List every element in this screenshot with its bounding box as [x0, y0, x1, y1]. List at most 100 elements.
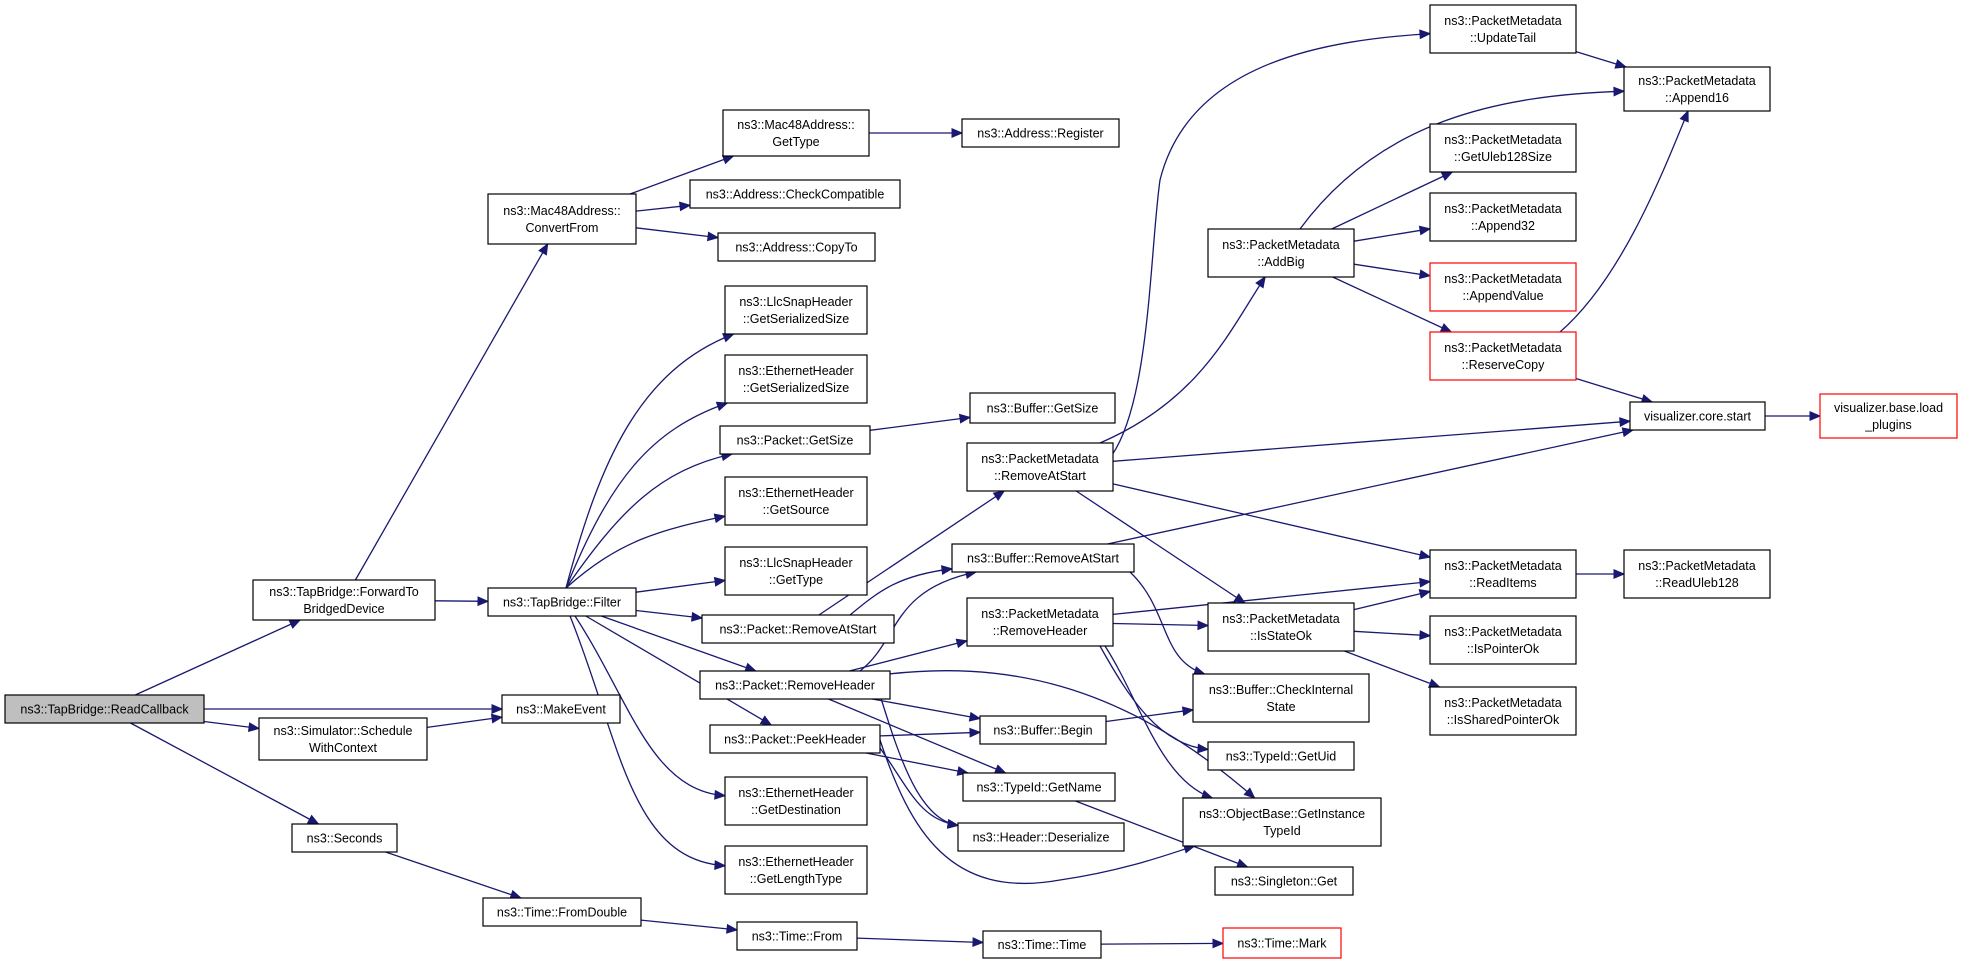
- node-filter[interactable]: ns3::TapBridge::Filter: [487, 587, 637, 617]
- node-label: State: [1266, 700, 1295, 714]
- node-label: ns3::Address::CopyTo: [735, 241, 857, 255]
- node-seconds[interactable]: ns3::Seconds: [291, 823, 398, 853]
- node-box-llcsize: [724, 285, 868, 335]
- node-pmremoveheader[interactable]: ns3::PacketMetadata::RemoveHeader: [966, 597, 1114, 647]
- node-ethsource[interactable]: ns3::EthernetHeader::GetSource: [724, 476, 868, 526]
- node-box-pmremoveheader: [966, 597, 1114, 647]
- node-bufbegin[interactable]: ns3::Buffer::Begin: [979, 715, 1107, 745]
- edge-timetime-to-timemark-arrowhead: [1212, 938, 1225, 949]
- edge-pktremoveheader-to-pmremoveheader: [849, 640, 968, 672]
- edge-isstateok-to-readitems-arrowhead: [1418, 589, 1432, 599]
- node-isstateok[interactable]: ns3::PacketMetadata::IsStateOk: [1207, 602, 1355, 652]
- node-label: ns3::Header::Deserialize: [973, 831, 1110, 845]
- node-convertfrom[interactable]: ns3::Mac48Address::ConvertFrom: [487, 193, 637, 245]
- node-box-bufcheckint: [1192, 673, 1370, 723]
- node-label: ns3::PacketMetadata: [981, 452, 1098, 466]
- edge-bufremovestart-to-bufcheckint: [1129, 571, 1205, 675]
- node-vizload[interactable]: visualizer.base.load_plugins: [1819, 393, 1958, 439]
- edge-convertfrom-to-mac48gettype: [629, 155, 734, 195]
- node-addbig[interactable]: ns3::PacketMetadata::AddBig: [1207, 228, 1355, 278]
- node-ethdest[interactable]: ns3::EthernetHeader::GetDestination: [724, 776, 868, 826]
- node-headerdeser[interactable]: ns3::Header::Deserialize: [957, 822, 1125, 852]
- node-label: ::GetLengthType: [750, 872, 842, 886]
- node-box-headerdeser: [957, 822, 1125, 852]
- edge-pmremovestart-to-readitems-arrowhead: [1418, 549, 1432, 560]
- node-typeidgetuid[interactable]: ns3::TypeId::GetUid: [1207, 741, 1355, 771]
- edge-convertfrom-to-mac48gettype-arrowhead: [721, 154, 735, 165]
- node-label: ::Append32: [1471, 219, 1535, 233]
- node-mac48gettype[interactable]: ns3::Mac48Address::GetType: [722, 109, 870, 157]
- edge-isstateok-to-ispointerok: [1353, 630, 1431, 637]
- edge-filter-to-pktremovestart-arrowhead: [691, 611, 704, 622]
- node-pmremovestart[interactable]: ns3::PacketMetadata::RemoveAtStart: [966, 442, 1114, 492]
- node-bufgetsize[interactable]: ns3::Buffer::GetSize: [969, 392, 1116, 424]
- node-fromdouble[interactable]: ns3::Time::FromDouble: [482, 897, 642, 927]
- node-getuleb[interactable]: ns3::PacketMetadata::GetUleb128Size: [1429, 123, 1577, 173]
- node-label: visualizer.core.start: [1644, 410, 1752, 424]
- node-label: ns3::LlcSnapHeader: [739, 295, 852, 309]
- node-reservecopy[interactable]: ns3::PacketMetadata::ReserveCopy: [1429, 331, 1577, 381]
- node-ispointerok[interactable]: ns3::PacketMetadata::IsPointerOk: [1429, 615, 1577, 665]
- edge-fwd-to-filter-arrowhead: [477, 596, 490, 607]
- node-label: ::GetUleb128Size: [1454, 150, 1552, 164]
- node-readcb[interactable]: ns3::TapBridge::ReadCallback: [4, 694, 205, 724]
- node-readuleb[interactable]: ns3::PacketMetadata::ReadUleb128: [1623, 549, 1771, 599]
- node-append16[interactable]: ns3::PacketMetadata::Append16: [1623, 66, 1771, 112]
- node-pktremovestart[interactable]: ns3::Packet::RemoveAtStart: [701, 614, 895, 644]
- edge-pktremovestart-to-bufremovestart: [849, 568, 953, 616]
- edge-convertfrom-to-copyto-arrowhead: [706, 231, 720, 242]
- node-bufremovestart[interactable]: ns3::Buffer::RemoveAtStart: [951, 543, 1135, 573]
- node-ethsize[interactable]: ns3::EthernetHeader::GetSerializedSize: [724, 354, 868, 404]
- node-vizstart[interactable]: visualizer.core.start: [1629, 401, 1766, 431]
- edge-mac48gettype-to-addrregister-arrowhead: [951, 128, 964, 138]
- node-llcgettype[interactable]: ns3::LlcSnapHeader::GetType: [724, 546, 868, 596]
- node-label: ::GetSerializedSize: [743, 381, 849, 395]
- node-makeevent[interactable]: ns3::MakeEvent: [501, 694, 621, 724]
- node-timetime[interactable]: ns3::Time::Time: [982, 930, 1102, 959]
- edge-isstateok-to-readitems: [1353, 590, 1431, 611]
- node-label: ns3::PacketMetadata: [981, 607, 1098, 621]
- node-append32[interactable]: ns3::PacketMetadata::Append32: [1429, 192, 1577, 242]
- node-box-filter: [487, 587, 637, 617]
- edge-reservecopy-to-vizstart: [1575, 377, 1653, 403]
- node-label: ::Append16: [1665, 91, 1729, 105]
- node-box-readitems: [1429, 549, 1577, 599]
- node-box-reservecopy: [1429, 331, 1577, 381]
- node-label: ns3::Buffer::GetSize: [987, 402, 1099, 416]
- edge-filter-to-ethsize: [565, 402, 728, 589]
- node-label: ns3::PacketMetadata: [1444, 696, 1561, 710]
- node-timemark[interactable]: ns3::Time::Mark: [1222, 927, 1342, 959]
- node-box-timetime: [982, 930, 1102, 959]
- node-copyto[interactable]: ns3::Address::CopyTo: [717, 232, 876, 262]
- edge-timefrom-to-timetime-arrowhead: [972, 937, 985, 948]
- node-updatetail[interactable]: ns3::PacketMetadata::UpdateTail: [1429, 4, 1577, 54]
- node-typeidgetname[interactable]: ns3::TypeId::GetName: [962, 772, 1116, 802]
- node-label: ns3::PacketMetadata: [1638, 74, 1755, 88]
- edge-pmremoveheader-to-isstateok-arrowhead: [1197, 620, 1210, 631]
- node-checkcompat[interactable]: ns3::Address::CheckCompatible: [689, 179, 901, 209]
- node-label: ns3::TapBridge::ReadCallback: [20, 703, 189, 717]
- node-singletonget[interactable]: ns3::Singleton::Get: [1214, 866, 1354, 896]
- nodes-layer: ns3::TapBridge::ReadCallback ns3::TapBrid…: [4, 4, 1958, 959]
- edge-fwd-to-convertfrom-arrowhead: [538, 242, 549, 256]
- node-issharedok[interactable]: ns3::PacketMetadata::IsSharedPointerOk: [1429, 686, 1577, 736]
- edge-filter-to-pktremovestart: [635, 609, 703, 619]
- node-ethlentype[interactable]: ns3::EthernetHeader::GetLengthType: [724, 845, 868, 895]
- edge-pmremoveheader-to-typeidgetuid: [1099, 645, 1209, 751]
- node-readitems[interactable]: ns3::PacketMetadata::ReadItems: [1429, 549, 1577, 599]
- node-label: ::ReadItems: [1469, 576, 1536, 590]
- node-pktpeekheader[interactable]: ns3::Packet::PeekHeader: [709, 724, 881, 754]
- node-llcsize[interactable]: ns3::LlcSnapHeader::GetSerializedSize: [724, 285, 868, 335]
- edge-pmremovestart-to-vizstart-arrowhead: [1619, 417, 1632, 427]
- node-timefrom[interactable]: ns3::Time::From: [736, 921, 858, 951]
- node-appendvalue[interactable]: ns3::PacketMetadata::AppendValue: [1429, 262, 1577, 312]
- node-addrregister[interactable]: ns3::Address::Register: [961, 118, 1120, 148]
- node-pktremoveheader[interactable]: ns3::Packet::RemoveHeader: [699, 670, 891, 700]
- node-label: ns3::Singleton::Get: [1231, 875, 1338, 889]
- node-pktgetsize[interactable]: ns3::Packet::GetSize: [719, 425, 871, 455]
- edge-pktremoveheader-to-bufbegin: [872, 698, 981, 720]
